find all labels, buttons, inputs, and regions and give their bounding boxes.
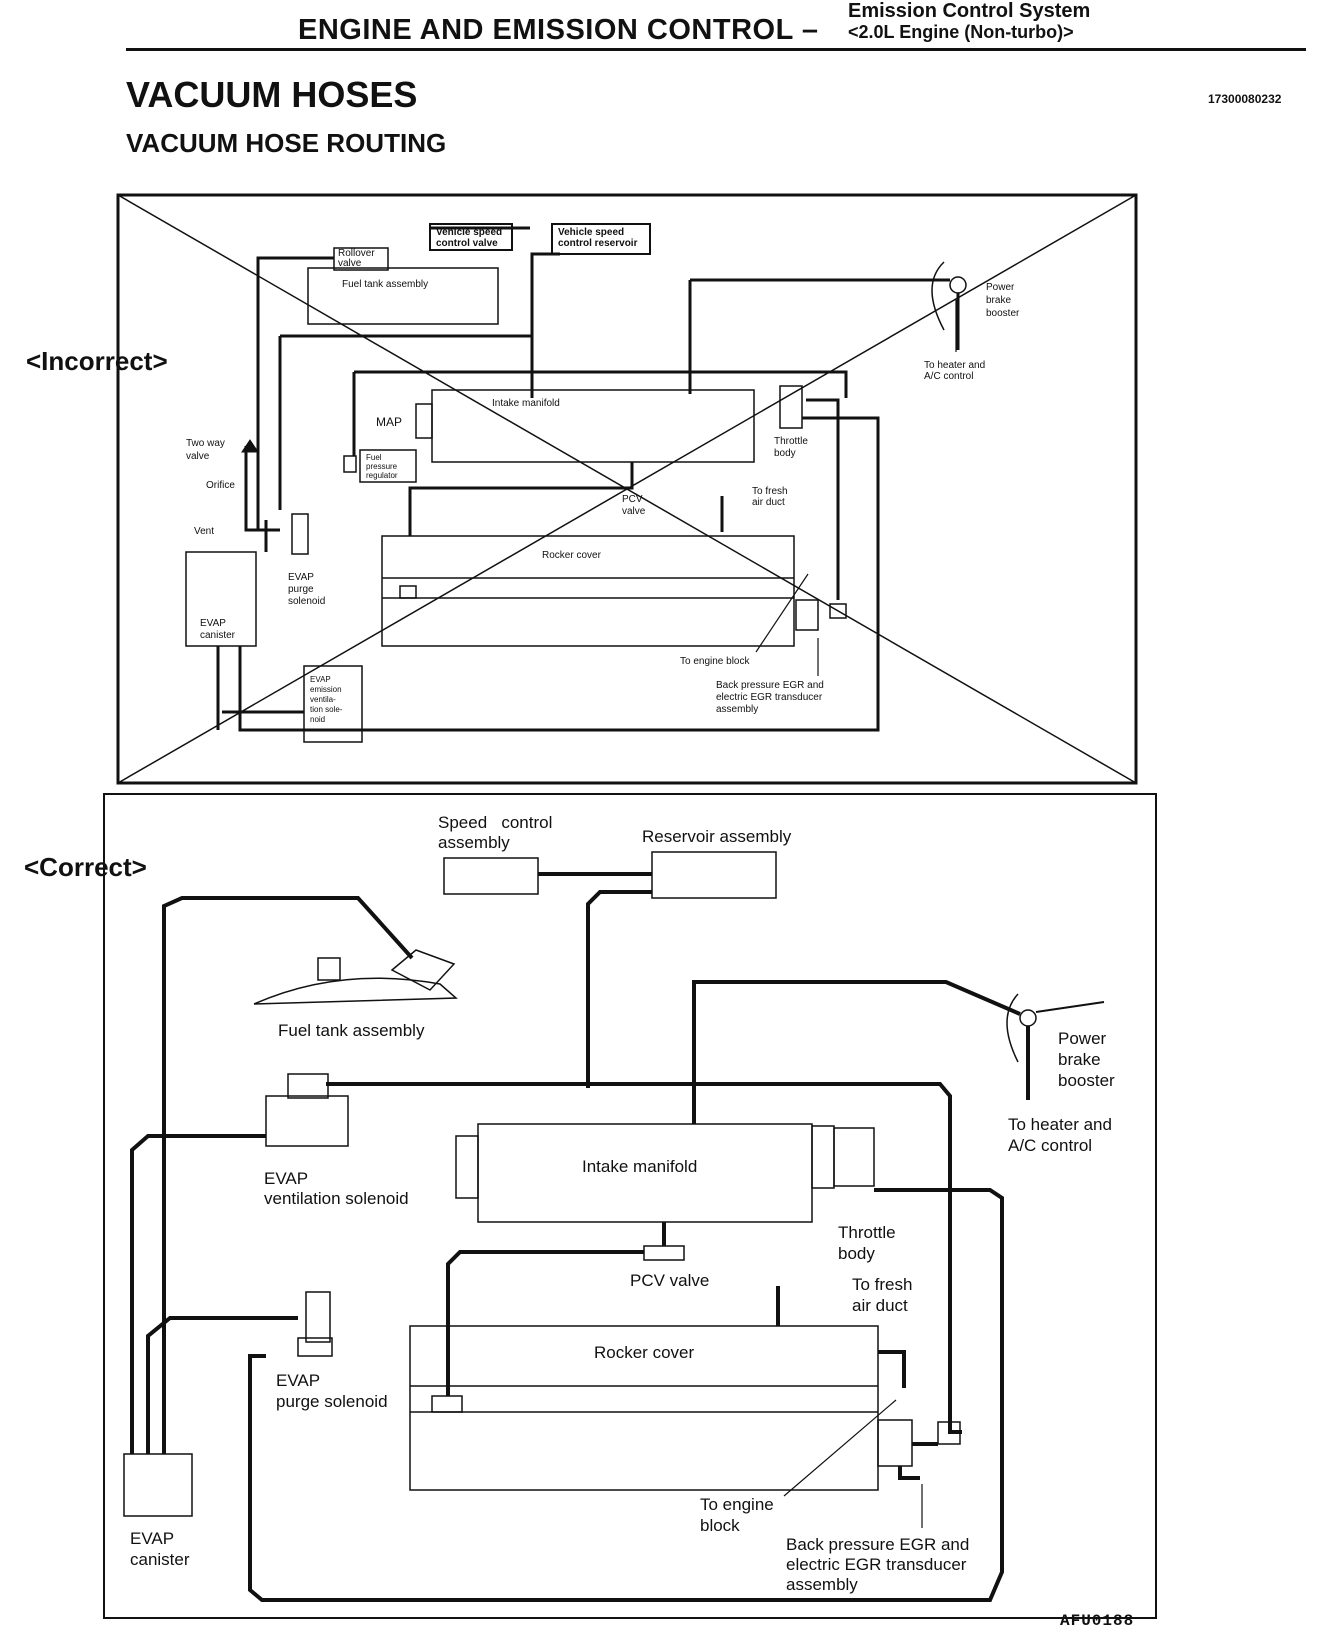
map-sensor [415, 403, 433, 439]
section-header: ENGINE AND EMISSION CONTROL – [298, 14, 819, 46]
engine-block-box [381, 535, 795, 647]
vehicle-speed-control-valve-box [429, 223, 513, 251]
evap-emission-vent-box [303, 665, 363, 743]
egr-transducer-box [795, 599, 819, 631]
engine-variant-header: <2.0L Engine (Non-turbo)> [848, 22, 1074, 42]
reservoir-box [651, 851, 777, 899]
incorrect-frame [116, 193, 1138, 785]
throttle-body-box [779, 385, 803, 429]
pcv-valve-shape [643, 1245, 685, 1261]
incorrect-hoses [216, 226, 960, 732]
vent-label: Vent [194, 526, 214, 537]
correct-tag: <Correct> [24, 852, 147, 882]
fuel-tank-label: Fuel tank assembly [278, 1021, 425, 1040]
intake-manifold-label: Intake manifold [582, 1157, 697, 1176]
figure-code: AFU0188 [1060, 1612, 1135, 1630]
page-subtitle: VACUUM HOSE ROUTING [126, 128, 447, 158]
fuel-tank-box [307, 267, 499, 325]
evap-canister-box [185, 551, 257, 647]
fuel-tank-shape [253, 977, 458, 1005]
evap-canister-box [123, 1453, 193, 1517]
map-label: MAP [376, 415, 402, 429]
engine-block-arrow [755, 573, 809, 653]
fuel-tank-neck [390, 949, 456, 991]
fuel-pressure-regulator-nub [343, 455, 357, 473]
evap-ventilation-solenoid-body [265, 1095, 349, 1147]
page-title: VACUUM HOSES [126, 74, 418, 115]
engine-block-arrow [783, 1399, 897, 1497]
intake-manifold-label: Intake manifold [492, 398, 560, 409]
subsection-header: Emission Control System [848, 0, 1091, 22]
fuel-tank-label: Fuel tank assembly [342, 279, 428, 290]
evap-purge-solenoid-shape [291, 513, 309, 555]
correct-frame [103, 793, 1157, 1619]
evap-purge-solenoid-shape [305, 1291, 331, 1343]
throttle-body-box [833, 1127, 875, 1187]
header-rule [126, 48, 1306, 51]
vehicle-speed-control-reservoir-box [551, 223, 651, 255]
two-way-valve-symbol [241, 439, 259, 453]
speed-control-box [443, 857, 539, 895]
pcv-valve-label: PCV valve [630, 1271, 709, 1290]
power-brake-booster-valve [949, 276, 967, 294]
intake-manifold-box [431, 389, 755, 463]
correct-hoses [130, 872, 1030, 1602]
fuel-pressure-regulator-box [359, 449, 417, 483]
reservoir-label: Reservoir assembly [642, 827, 792, 846]
engine-block-box [409, 1325, 879, 1491]
orifice-label: Orifice [206, 480, 235, 491]
doc-id: 17300080232 [1208, 92, 1282, 106]
rocker-cover-label: Rocker cover [542, 550, 602, 561]
engine-block-label: To engine block [680, 656, 750, 667]
rocker-cover-label: Rocker cover [594, 1343, 694, 1362]
incorrect-tag: <Incorrect> [26, 346, 168, 376]
egr-transducer-box [877, 1419, 913, 1467]
power-brake-booster-valve [1019, 1009, 1037, 1027]
